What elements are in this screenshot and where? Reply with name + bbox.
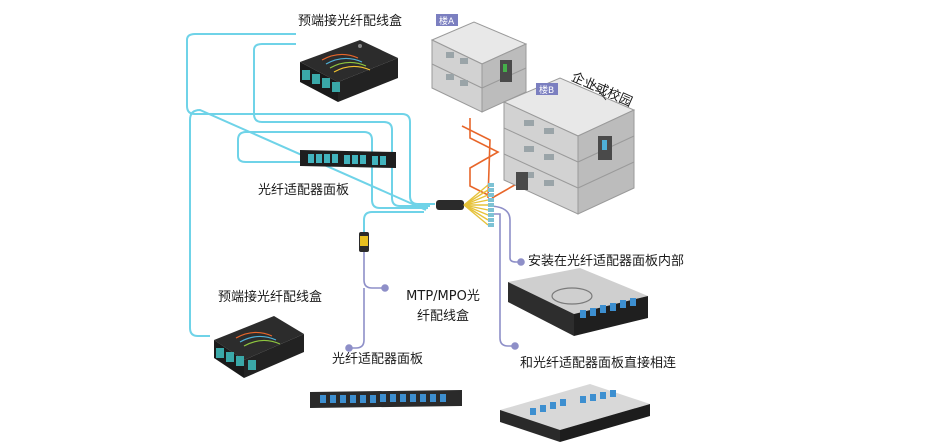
mpo-box-top [300, 40, 398, 102]
orange-cable-a [469, 118, 500, 197]
adapter-panel-bottom [310, 390, 462, 408]
cable-to-top-box [186, 33, 435, 205]
label-mtp-box-line1: MTP/MPO光 [406, 289, 480, 304]
campus-pointer [589, 79, 607, 101]
rack-enclosure-open [508, 268, 648, 336]
mtp-connector [359, 232, 369, 252]
building-b-label: 楼B [539, 84, 554, 96]
label-adapter-panel-bottom: 光纤适配器面板 [332, 352, 424, 367]
adapter-panel-mid [300, 150, 396, 168]
label-direct-connect: 和光纤适配器面板直接相连 [520, 356, 677, 371]
building-a: 楼A [430, 14, 528, 113]
label-adapter-panel-mid: 光纤适配器面板 [258, 183, 350, 198]
pointer-lines [345, 205, 525, 352]
pointer-install-inside [487, 205, 520, 263]
label-mpo-box-top: 预端接光纤配线盒 [298, 14, 403, 29]
pointer-mtp-box [363, 250, 384, 289]
label-mtp-box: MTP/MPO光 纤配线盒 [395, 287, 491, 327]
cable-to-mid-panel [237, 131, 428, 209]
building-b: 楼B [502, 77, 636, 215]
mpo-box-bottom [214, 316, 304, 378]
label-mtp-box-line2: 纤配线盒 [416, 309, 469, 324]
fanout-breakout [436, 183, 494, 227]
building-a-label: 楼A [439, 15, 455, 27]
cable-to-mtp-box [363, 211, 424, 234]
cable-to-bottom-box [189, 108, 427, 337]
orange-cable-c [461, 125, 491, 199]
pointer-adapter-bottom [350, 288, 365, 349]
rack-enclosure-tray [500, 384, 650, 442]
label-install-inside: 安装在光纤适配器面板内部 [528, 254, 685, 269]
trunk-cables [186, 33, 435, 337]
label-mpo-box-bottom: 预端接光纤配线盒 [218, 290, 323, 305]
cable-to-top-box-2 [253, 43, 430, 207]
pointer-direct-connect [490, 213, 514, 347]
